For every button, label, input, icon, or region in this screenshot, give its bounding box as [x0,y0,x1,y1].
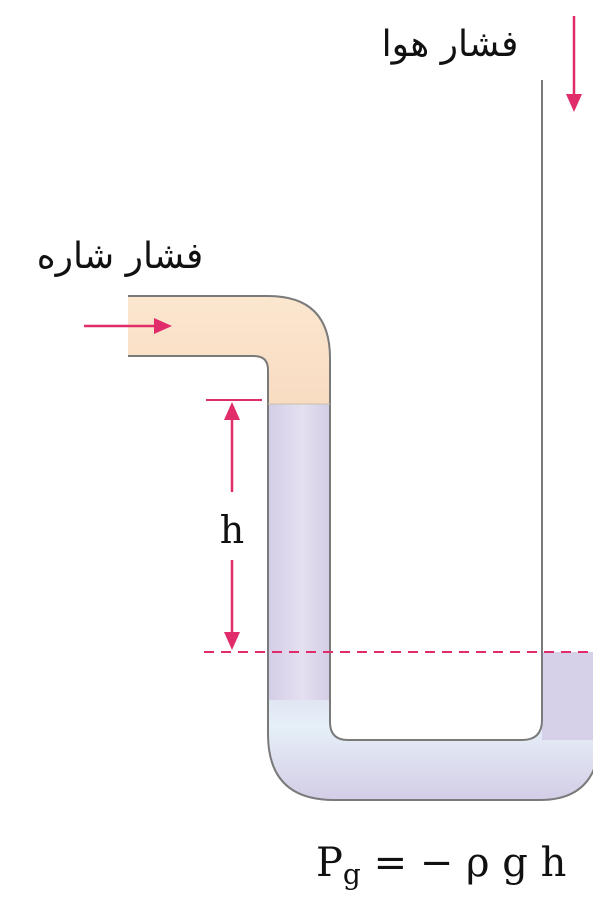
liquid-right-column [542,652,593,740]
gauge-pressure-formula: Pg = − ρ g h [316,840,566,891]
air-pressure-label: فشار هوا [382,24,519,65]
liquid-bottom-section [268,652,593,800]
height-arrow-up-head [224,402,240,420]
air-pressure-arrow-head [566,94,582,112]
tube-outer-wall [128,80,543,741]
liquid-left-column [268,404,330,734]
fluid-region [128,296,330,404]
formula-subscript: g [343,858,361,891]
height-label: h [220,508,244,552]
formula-rest: = − ρ g h [361,840,567,886]
fluid-pressure-label: فشار شاره [37,236,204,277]
height-arrow-down-head [224,632,240,650]
formula-p: P [316,840,343,886]
fluid-pressure-arrow-head [154,318,172,334]
tube-inner-wall [128,355,593,801]
